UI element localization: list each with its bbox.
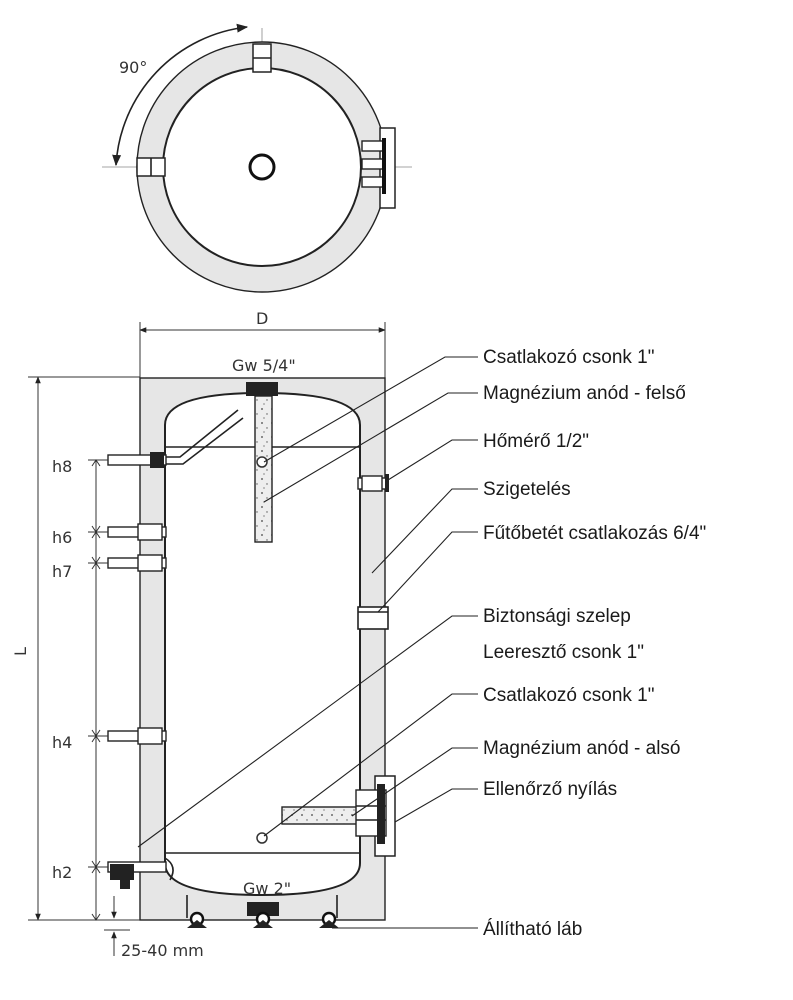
heater-connection xyxy=(357,606,389,630)
rotation-arc xyxy=(112,23,249,167)
side-view: D Gw 5/4" Gw 2" xyxy=(11,309,478,960)
label-safety-valve: Biztonsági szelep xyxy=(483,606,631,627)
nozzle-h7 xyxy=(107,554,167,572)
adjustable-feet xyxy=(186,895,339,928)
top-port-gw54 xyxy=(246,382,278,396)
height-label-h4: h4 xyxy=(52,733,72,752)
label-insulation: Szigetelés xyxy=(483,479,571,500)
inner-tank xyxy=(164,391,361,897)
label-thermometer: Hőmérő 1/2" xyxy=(483,431,589,452)
label-anode-upper: Magnézium anód - felső xyxy=(483,383,686,404)
anode-upper xyxy=(254,395,273,543)
bottom-port-label: Gw 2" xyxy=(243,879,291,898)
top-port-label: Gw 5/4" xyxy=(232,356,296,375)
anode-lower xyxy=(281,806,361,825)
thermometer-nozzle xyxy=(357,474,389,492)
nozzle-h4 xyxy=(107,727,167,745)
top-view-center-port xyxy=(248,153,276,181)
label-adjustable-foot: Állítható láb xyxy=(483,919,582,940)
label-anode-lower: Magnézium anód - alsó xyxy=(483,738,681,759)
upper-connector-point xyxy=(256,456,268,468)
label-inspection-opening: Ellenőrző nyílás xyxy=(483,779,617,800)
height-label-h7: h7 xyxy=(52,562,72,581)
length-label: L xyxy=(11,647,30,656)
callout-labels: Csatlakozó csonk 1" Magnézium anód - fel… xyxy=(483,347,706,940)
foot-range-label: 25-40 mm xyxy=(121,941,204,960)
height-label-h8: h8 xyxy=(52,457,72,476)
label-drain-nozzle: Leeresztő csonk 1" xyxy=(483,642,644,663)
top-view: 90° xyxy=(102,23,412,293)
label-upper-connector: Csatlakozó csonk 1" xyxy=(483,347,655,368)
diameter-label: D xyxy=(256,309,268,328)
label-heater-connection: Fűtőbetét csatlakozás 6/4" xyxy=(483,523,706,544)
label-lower-connector: Csatlakozó csonk 1" xyxy=(483,685,655,706)
bottom-port-gw2 xyxy=(247,902,279,916)
height-label-h2: h2 xyxy=(52,863,72,882)
angle-label: 90° xyxy=(119,58,147,77)
height-label-h6: h6 xyxy=(52,528,72,547)
nozzle-h8 xyxy=(107,452,167,468)
inspection-opening xyxy=(355,775,396,857)
nozzle-h6 xyxy=(107,523,167,541)
callout-leaders xyxy=(137,356,478,929)
